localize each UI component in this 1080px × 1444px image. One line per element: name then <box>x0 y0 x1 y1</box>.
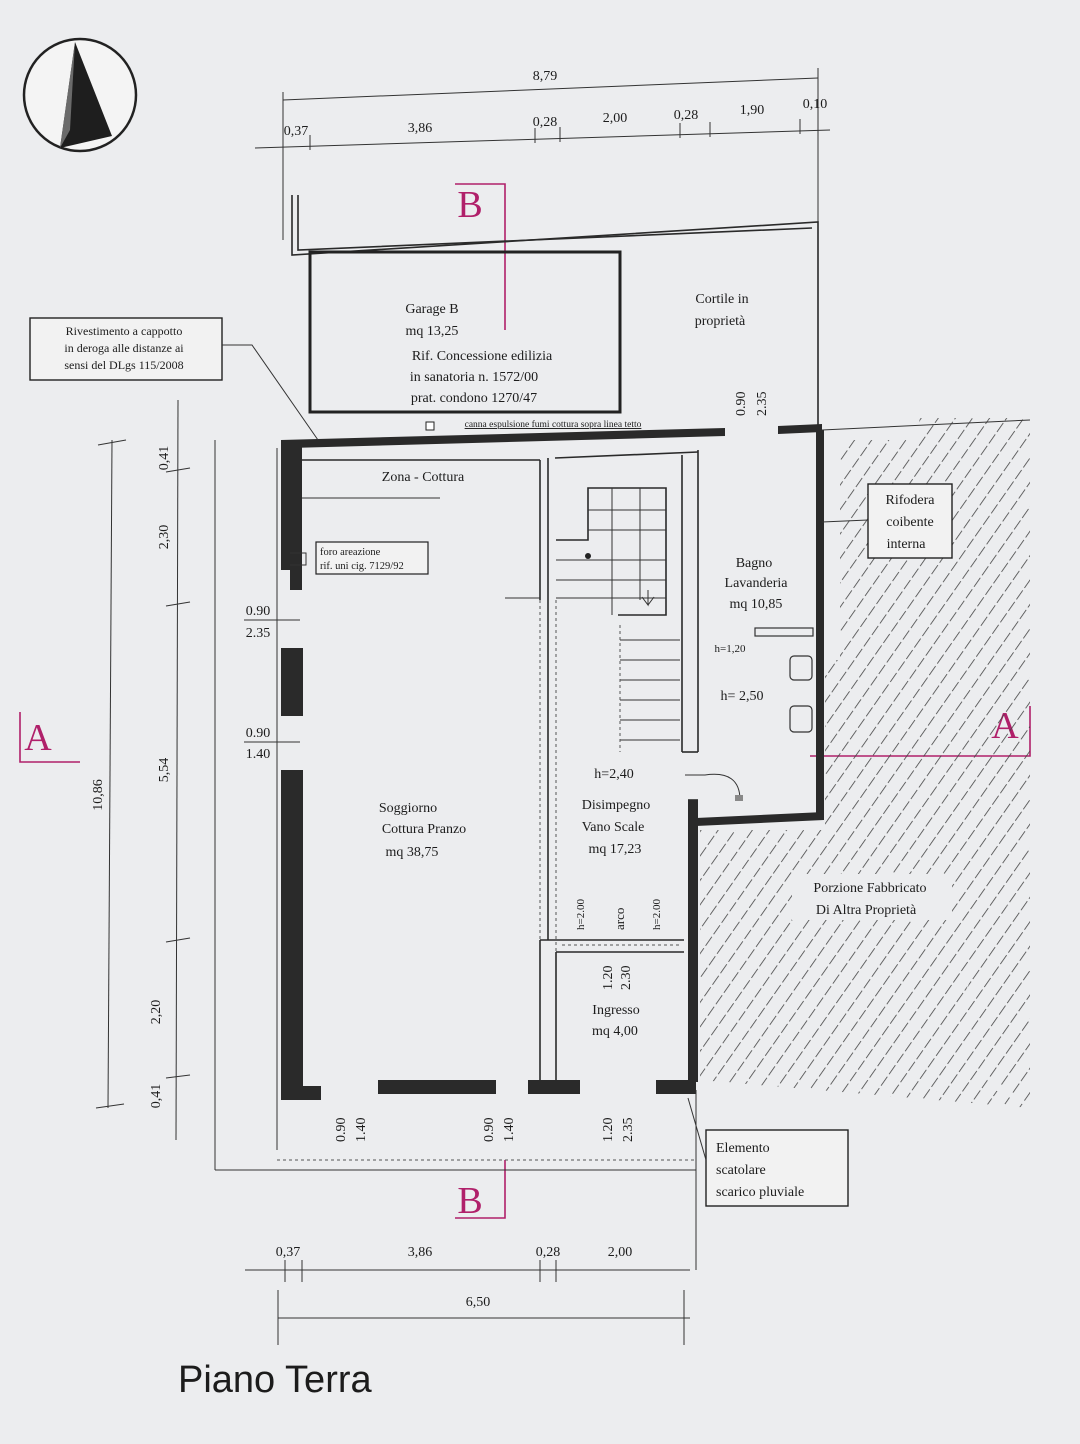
window-left1-h: 2.35 <box>246 626 271 641</box>
cortile-line2: proprietà <box>695 314 746 329</box>
window-bottom3-h: 2.35 <box>621 1118 636 1143</box>
arco-h-left: h=2.00 <box>575 899 587 930</box>
dim-top-total: 8,79 <box>533 69 558 84</box>
section-a-left-label: A <box>24 717 52 759</box>
staircase <box>556 487 680 752</box>
note-rifodera: Rifodera coibente interna <box>821 483 953 559</box>
dim-top-1: 3,86 <box>408 121 433 136</box>
note-cappotto-1: Rivestimento a cappotto <box>66 324 183 338</box>
arco-width: 1.20 <box>601 966 616 991</box>
disimpegno-line1: Disimpegno <box>582 798 650 813</box>
dim-bottom-total: 6,50 <box>466 1295 491 1310</box>
dim-bottom-1: 3,86 <box>408 1245 433 1260</box>
garage-line1: Garage B <box>405 302 458 317</box>
dim-left-1: 2,30 <box>157 525 172 550</box>
soggiorno-line1: Soggiorno <box>379 801 437 816</box>
dim-left-0: 0,41 <box>157 446 172 471</box>
bagno-height: h= 2,50 <box>721 689 764 704</box>
disimpegno-line2: Vano Scale <box>582 820 645 835</box>
garage-line4: in sanatoria n. 1572/00 <box>410 370 538 385</box>
dim-top-3: 2,00 <box>603 111 628 126</box>
garage-line2: mq 13,25 <box>406 324 459 339</box>
note-elemento-2: scatolare <box>716 1163 766 1178</box>
window-bottom3-w: 1.20 <box>601 1118 616 1143</box>
bagno-line2: Lavanderia <box>725 576 789 591</box>
dim-bottom-2: 0,28 <box>536 1245 561 1260</box>
dim-left-3: 2,20 <box>149 1000 164 1025</box>
window-bottom1-h: 1.40 <box>354 1118 369 1143</box>
window-left1-w: 0.90 <box>246 604 271 619</box>
note-elemento: Elemento scatolare scarico pluviale <box>687 1097 849 1207</box>
bathroom-fixtures <box>754 627 814 733</box>
bottom-dimensions: 0,37 3,86 0,28 2,00 6,50 <box>245 1245 690 1345</box>
window-left2-w: 0.90 <box>246 726 271 741</box>
note-cappotto-3: sensi del DLgs 115/2008 <box>64 358 183 372</box>
arco-height: 2.30 <box>619 966 634 991</box>
dim-bottom-3: 2,00 <box>608 1245 633 1260</box>
section-b-top-label: B <box>457 184 482 226</box>
dim-bottom-0: 0,37 <box>276 1245 301 1260</box>
door-courtyard-w: 0.90 <box>734 392 749 417</box>
page-title: Piano Terra <box>178 1359 373 1401</box>
dim-top-0: 0,37 <box>284 124 309 139</box>
note-elemento-3: scarico pluviale <box>716 1185 804 1200</box>
window-bottom2-h: 1.40 <box>502 1118 517 1143</box>
note-canna: canna espulsione fumi cottura sopra line… <box>465 419 642 430</box>
dim-left-2: 5,54 <box>157 758 172 783</box>
dim-top-2: 0,28 <box>533 115 558 130</box>
left-dimensions: 10,86 0,41 2,30 5,54 2,20 0,41 <box>91 399 191 1141</box>
dim-top-6: 0,10 <box>803 97 828 112</box>
bagno-line1: Bagno <box>736 556 773 571</box>
note-foro-1: foro areazione <box>320 547 381 558</box>
arco-h-right: h=2.00 <box>651 899 663 930</box>
interior-partitions <box>214 419 1031 1270</box>
top-dimensions: 8,79 0,37 3,86 0,28 2,00 0,28 1,90 0,10 <box>254 68 831 240</box>
soggiorno-line2: Cottura Pranzo <box>382 822 466 837</box>
dim-top-4: 0,28 <box>674 108 699 123</box>
note-elemento-1: Elemento <box>716 1141 770 1156</box>
disimpegno-height: h=2,40 <box>594 767 633 782</box>
section-b-bottom: B <box>455 1160 506 1222</box>
garage-line3: Rif. Concessione edilizia <box>412 349 553 364</box>
garage-area: Garage B mq 13,25 Rif. Concessione edili… <box>291 195 819 428</box>
other-property-hatch <box>700 418 1030 1108</box>
other-property-label: Porzione Fabbricato Di Altra Proprietà <box>792 874 952 920</box>
note-foro: foro areazione rif. uni cig. 7129/92 <box>315 541 429 575</box>
note-cappotto-2: in deroga alle distanze ai <box>64 341 184 355</box>
section-b-top: B <box>455 183 506 330</box>
other-property-line1: Porzione Fabbricato <box>813 881 926 896</box>
door-courtyard-h: 2.35 <box>755 392 770 417</box>
arco-label: arco <box>612 908 627 930</box>
ingresso-line1: Ingresso <box>592 1003 639 1018</box>
bagno-line3: mq 10,85 <box>730 597 783 612</box>
note-rifodera-2: coibente <box>886 515 933 530</box>
soggiorno-line3: mq 38,75 <box>386 845 439 860</box>
note-cappotto: Rivestimento a cappotto in deroga alle d… <box>29 317 319 441</box>
bagno-h120: h=1,20 <box>715 643 746 655</box>
building-walls <box>281 424 824 1100</box>
dim-top-5: 1,90 <box>740 103 765 118</box>
section-b-bottom-label: B <box>457 1180 482 1222</box>
dim-left-total: 10,86 <box>91 779 106 811</box>
cortile-line1: Cortile in <box>695 292 748 307</box>
note-foro-2: rif. uni cig. 7129/92 <box>320 561 404 572</box>
north-arrow-icon <box>22 37 138 153</box>
cottura-label: Zona - Cottura <box>382 470 465 485</box>
window-bottom1-w: 0.90 <box>334 1118 349 1143</box>
note-rifodera-1: Rifodera <box>886 493 936 508</box>
garage-line5: prat. condono 1270/47 <box>411 391 537 406</box>
dim-left-4: 0,41 <box>149 1084 164 1109</box>
other-property-line2: Di Altra Proprietà <box>816 903 917 918</box>
section-a-left: A <box>19 712 80 763</box>
doors <box>290 421 743 801</box>
note-rifodera-3: interna <box>887 537 927 552</box>
window-bottom2-w: 0.90 <box>482 1118 497 1143</box>
window-left2-h: 1.40 <box>246 747 271 762</box>
ingresso-line2: mq 4,00 <box>592 1024 638 1039</box>
disimpegno-line3: mq 17,23 <box>589 842 642 857</box>
